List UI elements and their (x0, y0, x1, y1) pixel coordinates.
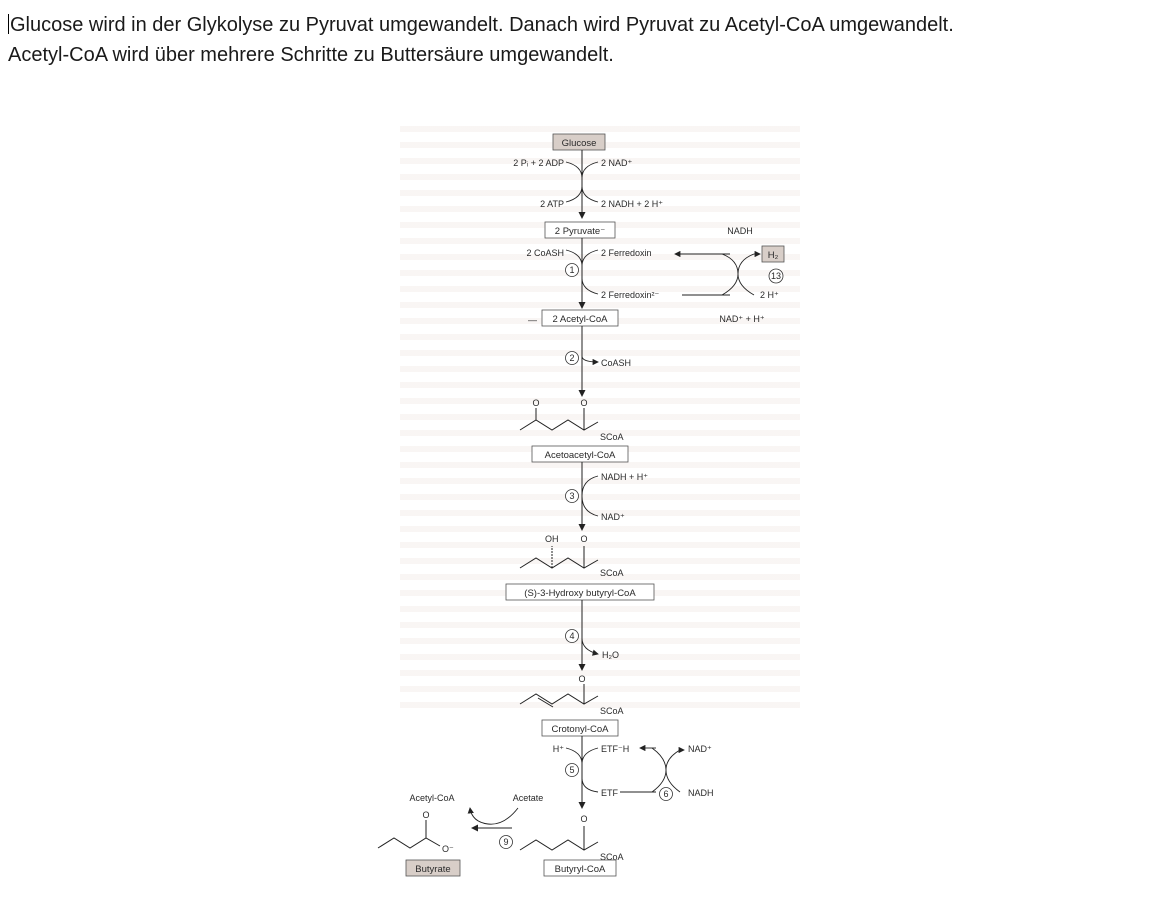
glucose-label: Glucose (562, 138, 597, 149)
pathway-svg: Glucose 2 Pᵢ + 2 ADP 2 NAD⁺ 2 ATP 2 NADH… (377, 133, 785, 877)
butyrate-pathway-diagram: Glucose 2 Pᵢ + 2 ADP 2 NAD⁺ 2 ATP 2 NADH… (370, 118, 810, 888)
nadh-top-label: NADH (727, 226, 753, 236)
crotonyl-skeleton (519, 693, 599, 705)
butyryl-coa-label: Butyryl-CoA (555, 864, 606, 875)
nad-plus-label: NAD⁺ (601, 512, 625, 522)
crotonyl-coa-box (541, 719, 619, 737)
h2-label: H₂ (768, 250, 779, 261)
step13-number: 13 (771, 271, 781, 281)
nad-label: 2 NAD⁺ (601, 158, 633, 168)
acetate-label: Acetate (513, 793, 544, 803)
butyryl-coa-box (543, 859, 617, 877)
scoa1-label: SCoA (600, 432, 624, 442)
hydroxybutyryl-coa-label: (S)-3-Hydroxy butyryl-CoA (524, 588, 636, 599)
etf-label: ETF (601, 788, 619, 798)
step6-number: 6 (663, 789, 668, 799)
step5-number: 5 (569, 765, 574, 775)
coash-out-label: CoASH (601, 358, 631, 368)
glycolysis-output-curve (565, 185, 599, 203)
etf-h-label: ETF⁻H (601, 744, 629, 754)
pyruvate-label: 2 Pyruvate⁻ (555, 226, 605, 237)
nad-plus2-label: NAD⁺ (688, 744, 712, 754)
acetyl-coa-label: 2 Acetyl-CoA (553, 314, 609, 325)
acetoacetyl-skeleton (519, 419, 599, 431)
step1-output-curve (581, 277, 599, 295)
text-cursor (8, 14, 9, 34)
step9-number: 9 (503, 837, 508, 847)
coash-release-arrow (581, 355, 599, 366)
o-left-label: O (532, 398, 539, 408)
hydroxybutyryl-skeleton (519, 557, 599, 569)
step2-marker (565, 351, 579, 365)
pyruvate-box (544, 221, 616, 239)
scoa3-label: SCoA (600, 706, 624, 716)
intro-paragraph: Glucose wird in der Glykolyse zu Pyruvat… (8, 10, 1168, 70)
two-h-label: 2 H⁺ (760, 290, 779, 300)
step1-number: 1 (569, 265, 574, 275)
step5-output-curve (581, 777, 599, 793)
step9-marker (499, 835, 513, 849)
nadh-h-label: NADH + H⁺ (601, 472, 648, 482)
butyrate-box (405, 859, 461, 877)
ferredoxin-label: 2 Ferredoxin (601, 248, 652, 258)
o-minus-label: O⁻ (442, 844, 454, 854)
step6-curve-b (651, 747, 681, 793)
acetyl-dash: — (528, 315, 537, 325)
butyrate-label: Butyrate (415, 864, 450, 875)
butyrate-skeleton (377, 837, 441, 849)
step13-marker (768, 268, 784, 284)
adp-label: 2 Pᵢ + 2 ADP (513, 158, 564, 168)
hydrogenase-curve-b (721, 253, 755, 296)
step3-number: 3 (569, 491, 574, 501)
intro-line-1: Glucose wird in der Glykolyse zu Pyruvat… (8, 14, 954, 36)
scoa2-label: SCoA (600, 568, 624, 578)
acetate-exchange-curve (467, 807, 519, 825)
water-release-arrow (581, 637, 599, 656)
step3-cofactor-curve (581, 475, 599, 517)
hydroxybutyryl-coa-box (505, 583, 655, 601)
crotonyl-coa-label: Crotonyl-CoA (551, 724, 609, 735)
nadh-label: 2 NADH + 2 H⁺ (601, 199, 663, 209)
oh-label: OH (545, 534, 559, 544)
step3-marker (565, 489, 579, 503)
acetyl-coa-box (541, 309, 619, 327)
step5-marker (565, 763, 579, 777)
o-right-label: O (580, 398, 587, 408)
step1-input-curve (565, 249, 599, 267)
nad-h-label: NAD⁺ + H⁺ (719, 314, 765, 324)
ferredoxin-reduced-label: 2 Ferredoxin²⁻ (601, 290, 660, 300)
butyryl-skeleton (519, 839, 599, 851)
o3-label: O (580, 534, 587, 544)
faded-background-text (400, 118, 800, 708)
o4-label: O (578, 674, 585, 684)
glycolysis-input-curve (565, 161, 599, 179)
step5-input-curve (565, 747, 599, 765)
step4-number: 4 (569, 631, 574, 641)
glucose-box (552, 133, 606, 151)
atp-label: 2 ATP (540, 199, 564, 209)
crotonyl-double-bond (537, 697, 554, 708)
h-plus-label: H⁺ (553, 744, 564, 754)
intro-line-2: Acetyl-CoA wird über mehrere Schritte zu… (8, 44, 614, 66)
acetoacetyl-coa-box (531, 445, 629, 463)
h2-box (761, 245, 785, 263)
h2o-label: H₂O (602, 650, 619, 660)
acetyl-coa2-label: Acetyl-CoA (409, 793, 454, 803)
step2-number: 2 (569, 353, 574, 363)
step4-marker (565, 629, 579, 643)
scoa4-label: SCoA (600, 852, 624, 862)
step1-marker (565, 263, 579, 277)
step6-marker (659, 787, 673, 801)
coash-in-label: 2 CoASH (526, 248, 564, 258)
o-butyryl-label: O (580, 814, 587, 824)
o-butyrate-label: O (422, 810, 429, 820)
acetoacetyl-coa-label: Acetoacetyl-CoA (545, 450, 616, 461)
nadh6-label: NADH (688, 788, 714, 798)
